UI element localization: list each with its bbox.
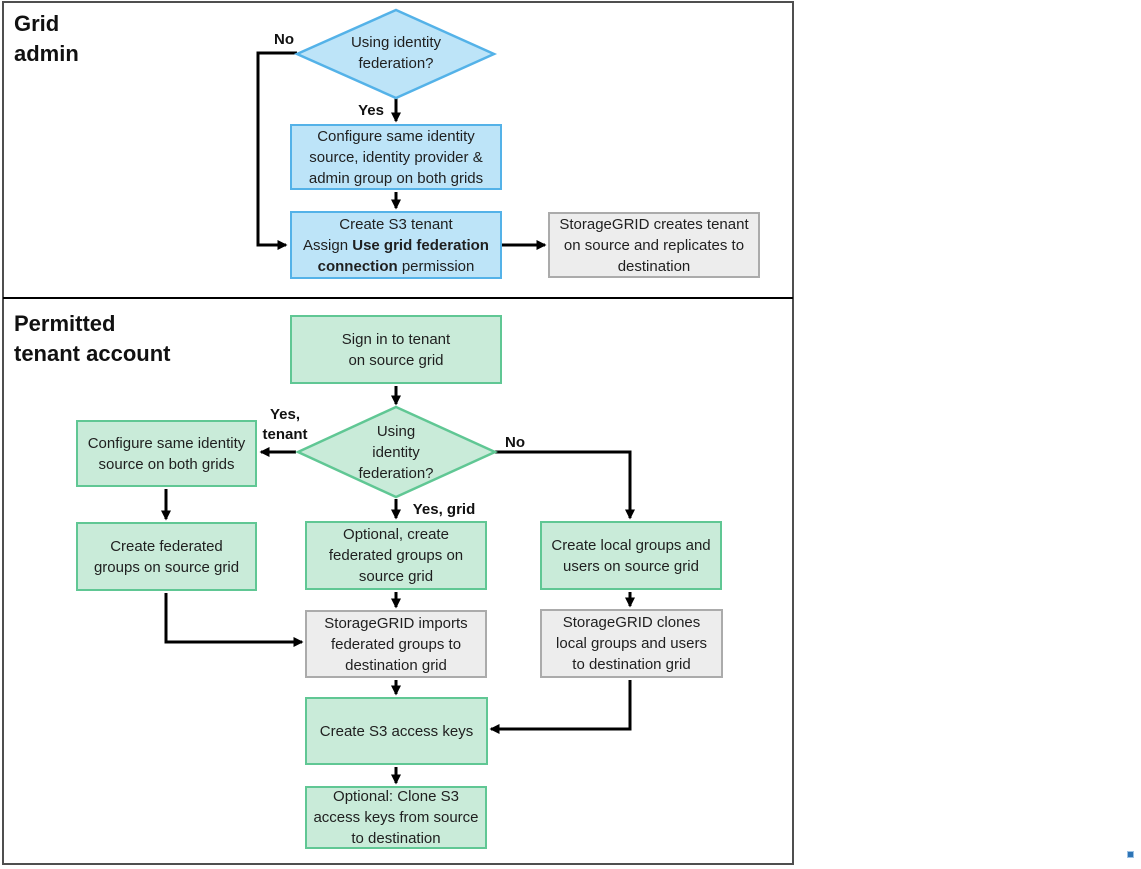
node-storagegrid-imports-groups: StorageGRID imports federated groups to … bbox=[305, 610, 487, 678]
section-title-tenant-account: Permitted tenant account bbox=[14, 311, 171, 366]
edge-label-no-tenant: No bbox=[505, 434, 525, 451]
decision-diamond-grid-admin bbox=[293, 8, 498, 100]
node-optional-create-federated-groups: Optional, create federated groups on sou… bbox=[305, 521, 487, 590]
edge-label-no-grid-admin: No bbox=[274, 31, 294, 48]
edge-no-to-create-local bbox=[493, 450, 636, 520]
node-sign-in-tenant: Sign in to tenant on source grid bbox=[290, 315, 502, 384]
node-configure-identity-source: Configure same identity source on both g… bbox=[76, 420, 257, 487]
decision-text-grid-admin: Using identity federation? bbox=[350, 34, 442, 72]
section-title-grid-admin: Grid admin bbox=[14, 11, 79, 66]
node-create-s3-tenant: Create S3 tenant Assign Use grid federat… bbox=[290, 211, 502, 279]
create-tenant-suffix-text: permission bbox=[397, 257, 475, 275]
decision-text-tenant: Using identity federation? bbox=[358, 422, 434, 482]
node-create-local-groups: Create local groups and users on source … bbox=[540, 521, 722, 590]
node-configure-identity-both-grids: Configure same identity source, identity… bbox=[290, 124, 502, 190]
create-tenant-bold-text: Use grid federation connection bbox=[317, 236, 489, 275]
create-tenant-regular-text: Create S3 tenant Assign bbox=[303, 215, 453, 254]
decision-diamond-tenant bbox=[295, 405, 499, 499]
edge-label-yes-grid: Yes, grid bbox=[412, 501, 476, 518]
image-selection-handle[interactable] bbox=[1127, 851, 1134, 858]
node-storagegrid-creates-tenant: StorageGRID creates tenant on source and… bbox=[548, 212, 760, 278]
edge-no-to-create-tenant bbox=[256, 51, 297, 251]
node-storagegrid-clones-groups: StorageGRID clones local groups and user… bbox=[540, 609, 723, 678]
diagram-frame bbox=[2, 1, 794, 865]
node-clone-s3-access-keys: Optional: Clone S3 access keys from sour… bbox=[305, 786, 487, 849]
section-divider-line bbox=[3, 297, 793, 299]
edge-clones-to-access-keys bbox=[489, 680, 632, 735]
edge-label-yes-grid-admin: Yes bbox=[358, 102, 384, 119]
node-create-s3-access-keys: Create S3 access keys bbox=[305, 697, 488, 765]
node-create-s3-tenant-text: Create S3 tenant Assign Use grid federat… bbox=[303, 214, 489, 277]
node-create-federated-groups: Create federated groups on source grid bbox=[76, 522, 257, 591]
edge-create-federated-to-imports bbox=[164, 593, 304, 648]
edge-label-yes-tenant: Yes, tenant bbox=[262, 406, 308, 443]
